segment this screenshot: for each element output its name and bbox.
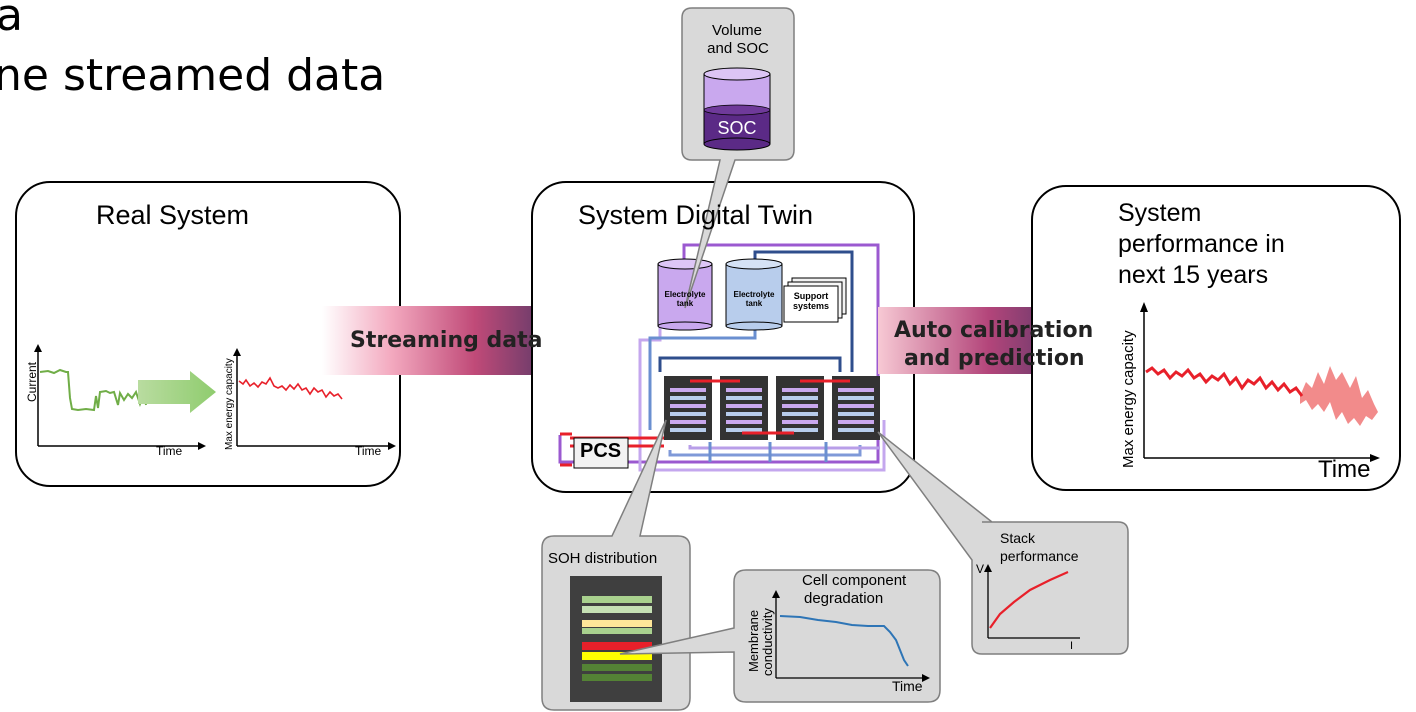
pcs-label: PCS <box>580 440 622 462</box>
current-chart <box>34 344 216 450</box>
current-trace <box>39 368 147 412</box>
calibration-label-line1: Auto calibration <box>894 318 1094 343</box>
capacity-trace <box>238 376 343 400</box>
capacity-history-trace <box>1145 366 1304 397</box>
prediction-chart <box>1140 302 1380 462</box>
electrolyte-tank-label-1: Electrolyte tank <box>664 290 706 308</box>
capacity-chart <box>233 348 396 450</box>
prediction-title-line2: performance in <box>1118 230 1285 258</box>
calibration-label-line2: and prediction <box>904 346 1085 371</box>
prediction-xlabel: Time <box>1318 456 1371 483</box>
stack-callout-title-line1: Stack <box>1000 530 1036 546</box>
slide-heading-line2: ne streamed data <box>0 50 386 101</box>
volume-soc-callout <box>681 7 795 309</box>
stack-ylabel: V <box>976 562 985 576</box>
stack-callout-title-line2: performance <box>1000 548 1079 564</box>
cell-ylabel-line2: conductivity <box>760 608 775 676</box>
stack-2 <box>720 376 768 440</box>
stack-4 <box>832 376 880 440</box>
conductivity-trace <box>779 615 909 667</box>
volume-callout-line2: and SOC <box>707 40 769 57</box>
volume-callout-line1: Volume <box>711 22 763 39</box>
cell-xlabel: Time <box>892 678 923 694</box>
streaming-data-label: Streaming data <box>350 328 543 353</box>
uncertainty-band <box>1300 366 1378 426</box>
current-xlabel: Time <box>156 444 183 458</box>
conversion-arrow <box>138 371 216 413</box>
polarization-trace <box>989 570 1069 629</box>
electrolyte-tank-label-2: Electrolyte tank <box>733 290 775 308</box>
support-systems-box <box>783 277 847 323</box>
cell-ylabel-line1: Membrane <box>746 609 761 672</box>
cell-callout-title-line2: degradation <box>804 590 884 607</box>
soc-label: SOC <box>717 118 757 138</box>
stack-3 <box>776 376 824 440</box>
electrolyte-tank-blue <box>725 258 783 331</box>
pipe-network <box>558 243 886 472</box>
cell-callout-title-line1: Cell component <box>802 572 907 589</box>
electrolyte-tank-purple <box>657 258 713 331</box>
prediction-ylabel: Max energy capacity <box>1120 330 1137 468</box>
capacity-ylabel: Max energy capacity <box>224 358 235 450</box>
streaming-data-arrow <box>322 306 600 375</box>
prediction-title-line1: System <box>1118 199 1202 227</box>
stack-1 <box>664 376 712 440</box>
prediction-title-line3: next 15 years <box>1118 261 1269 289</box>
cell-degradation-callout <box>619 569 941 703</box>
soh-distribution-callout <box>541 419 691 711</box>
slide-heading-line1: a <box>0 0 23 41</box>
soh-callout-title: SOH distribution <box>548 550 658 567</box>
real-system-title: Real System <box>96 200 250 230</box>
capacity-xlabel: Time <box>355 444 382 458</box>
digital-twin-title: System Digital Twin <box>578 200 814 230</box>
stack-xlabel: I <box>1070 640 1074 652</box>
pcs-box <box>573 437 629 469</box>
prediction-panel <box>1031 185 1401 491</box>
stack-performance-callout <box>877 431 1129 655</box>
stack-array <box>664 376 880 440</box>
current-ylabel: Current <box>25 361 39 402</box>
support-systems-label: Support systems <box>792 291 830 311</box>
